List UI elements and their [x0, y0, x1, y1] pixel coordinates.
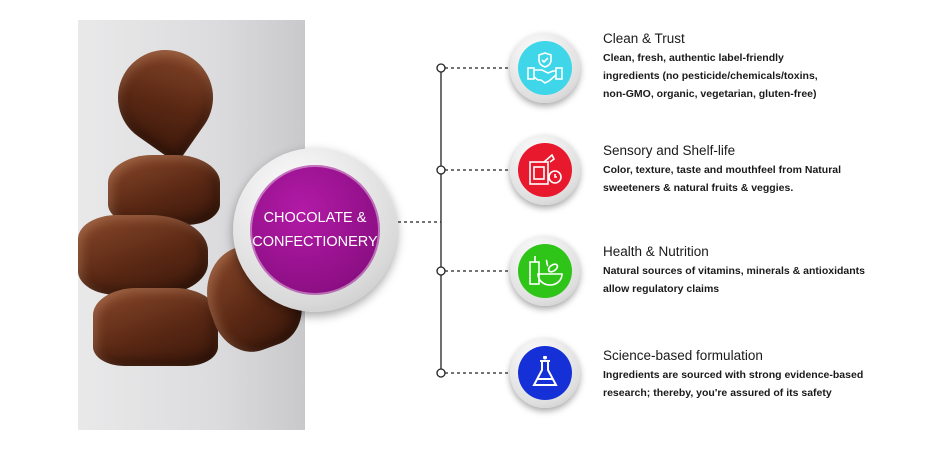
food-bowl-icon	[518, 244, 572, 298]
hub-label: CHOCOLATE & CONFECTIONERY	[250, 165, 380, 295]
item-desc-line: Color, texture, taste and mouthfeel from…	[603, 164, 842, 176]
item-desc-line: sweeteners & natural fruits & veggies.	[603, 182, 794, 194]
flask-icon	[518, 346, 572, 400]
item-sensory: Sensory and Shelf-life Color, texture, t…	[603, 143, 903, 197]
handshake-shield-icon	[518, 41, 572, 95]
hub-line-1: CHOCOLATE &	[263, 210, 367, 226]
central-hub: CHOCOLATE & CONFECTIONERY	[233, 148, 397, 312]
health-badge	[510, 236, 580, 306]
item-desc-line: non-GMO, organic, vegetarian, gluten-fre…	[603, 88, 817, 100]
item-title: Health & Nutrition	[603, 244, 709, 259]
item-desc-line: ingredients (no pesticide/chemicals/toxi…	[603, 70, 818, 82]
chocolate-piece	[93, 288, 218, 366]
item-desc-line: Ingredients are sourced with strong evid…	[603, 369, 864, 381]
item-clean-trust: Clean & Trust Clean, fresh, authentic la…	[603, 31, 903, 103]
chocolate-piece	[108, 155, 220, 225]
clean-trust-badge	[510, 33, 580, 103]
chocolate-piece	[78, 215, 208, 295]
item-desc-line: Natural sources of vitamins, minerals & …	[603, 265, 865, 277]
item-desc-line: research; thereby, you're assured of its…	[603, 387, 832, 399]
item-science: Science-based formulation Ingredients ar…	[603, 348, 903, 402]
item-title: Clean & Trust	[603, 31, 685, 46]
science-badge	[510, 338, 580, 408]
hub-line-2: CONFECTIONERY	[252, 234, 378, 250]
item-desc-line: Clean, fresh, authentic label-friendly	[603, 52, 784, 64]
item-health: Health & Nutrition Natural sources of vi…	[603, 244, 903, 298]
sensory-badge	[510, 135, 580, 205]
package-timer-icon	[518, 143, 572, 197]
item-title: Sensory and Shelf-life	[603, 143, 736, 158]
item-desc-line: allow regulatory claims	[603, 283, 720, 295]
item-title: Science-based formulation	[603, 348, 763, 363]
